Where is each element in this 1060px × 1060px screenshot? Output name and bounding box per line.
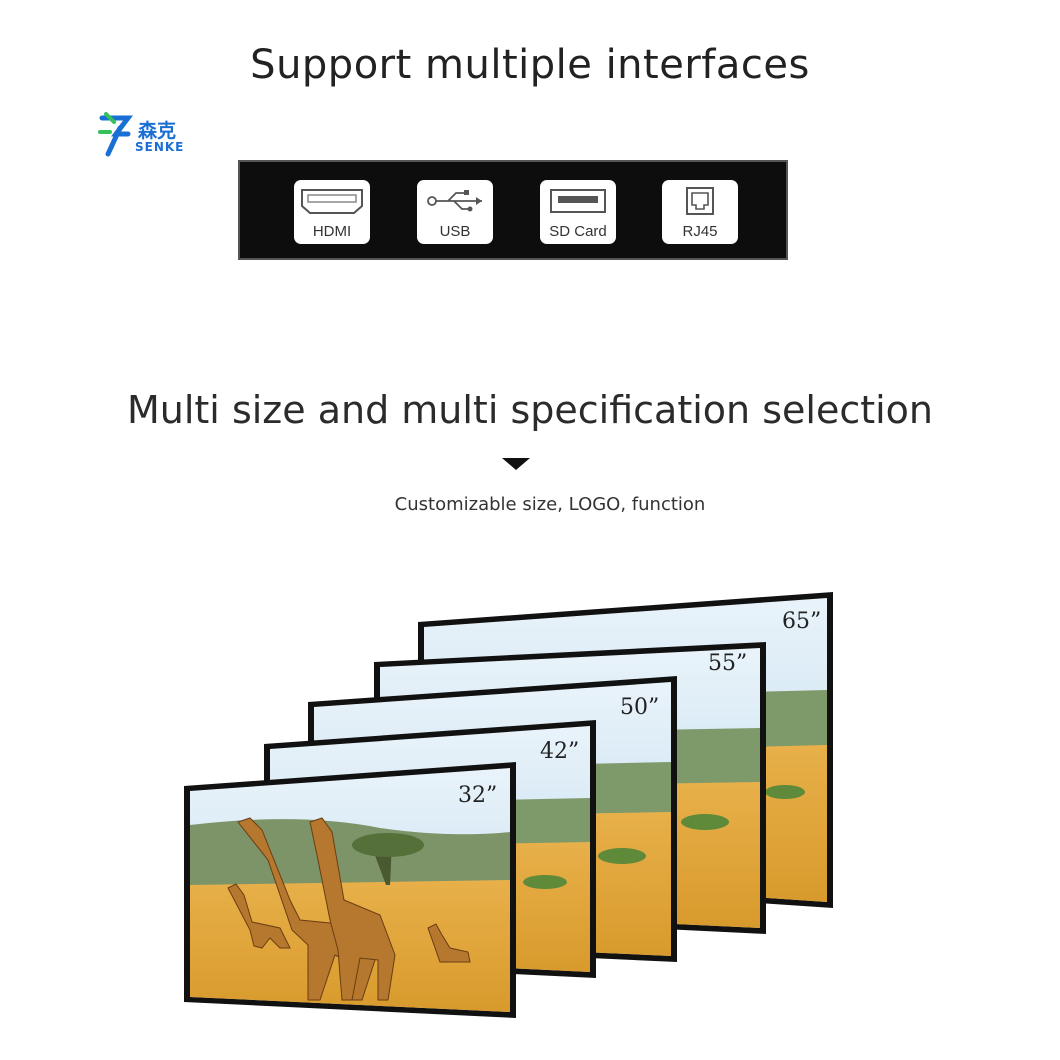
giraffe-illustration bbox=[227, 817, 471, 1001]
size-label: 55” bbox=[708, 651, 747, 676]
logo-english-text: SENKE bbox=[135, 140, 185, 154]
size-label: 42” bbox=[540, 739, 579, 764]
size-label: 50” bbox=[620, 695, 659, 720]
usb-icon bbox=[427, 190, 482, 212]
logo-chinese-text: 森克 bbox=[138, 120, 177, 142]
interface-sd-card: SD Card bbox=[540, 180, 616, 244]
senke-logo-mark-icon bbox=[98, 112, 133, 157]
interface-label: RJ45 bbox=[682, 223, 718, 240]
interfaces-heading: Support multiple interfaces bbox=[250, 42, 810, 88]
rj45-port-icon bbox=[686, 187, 714, 215]
interface-usb: USB bbox=[417, 180, 493, 244]
sizes-heading: Multi size and multi specification selec… bbox=[126, 388, 933, 432]
interface-label: USB bbox=[439, 223, 471, 240]
interface-hdmi: HDMI bbox=[294, 180, 370, 244]
interface-label: SD Card bbox=[549, 223, 607, 240]
interface-label: HDMI bbox=[312, 223, 352, 240]
size-label: 32” bbox=[458, 783, 497, 808]
sd-card-icon bbox=[550, 189, 606, 213]
interfaces-bar: HDMI USB SD Card RJ45 bbox=[238, 160, 788, 260]
hdmi-port-icon bbox=[301, 189, 363, 214]
size-label: 65” bbox=[782, 609, 821, 634]
interface-rj45: RJ45 bbox=[662, 180, 738, 244]
customization-subtitle: Customizable size, LOGO, function bbox=[394, 494, 706, 515]
screen-32-inch: 32” bbox=[184, 762, 516, 1018]
senke-logo: 森克 SENKE bbox=[98, 108, 198, 160]
down-triangle-icon bbox=[502, 458, 530, 470]
